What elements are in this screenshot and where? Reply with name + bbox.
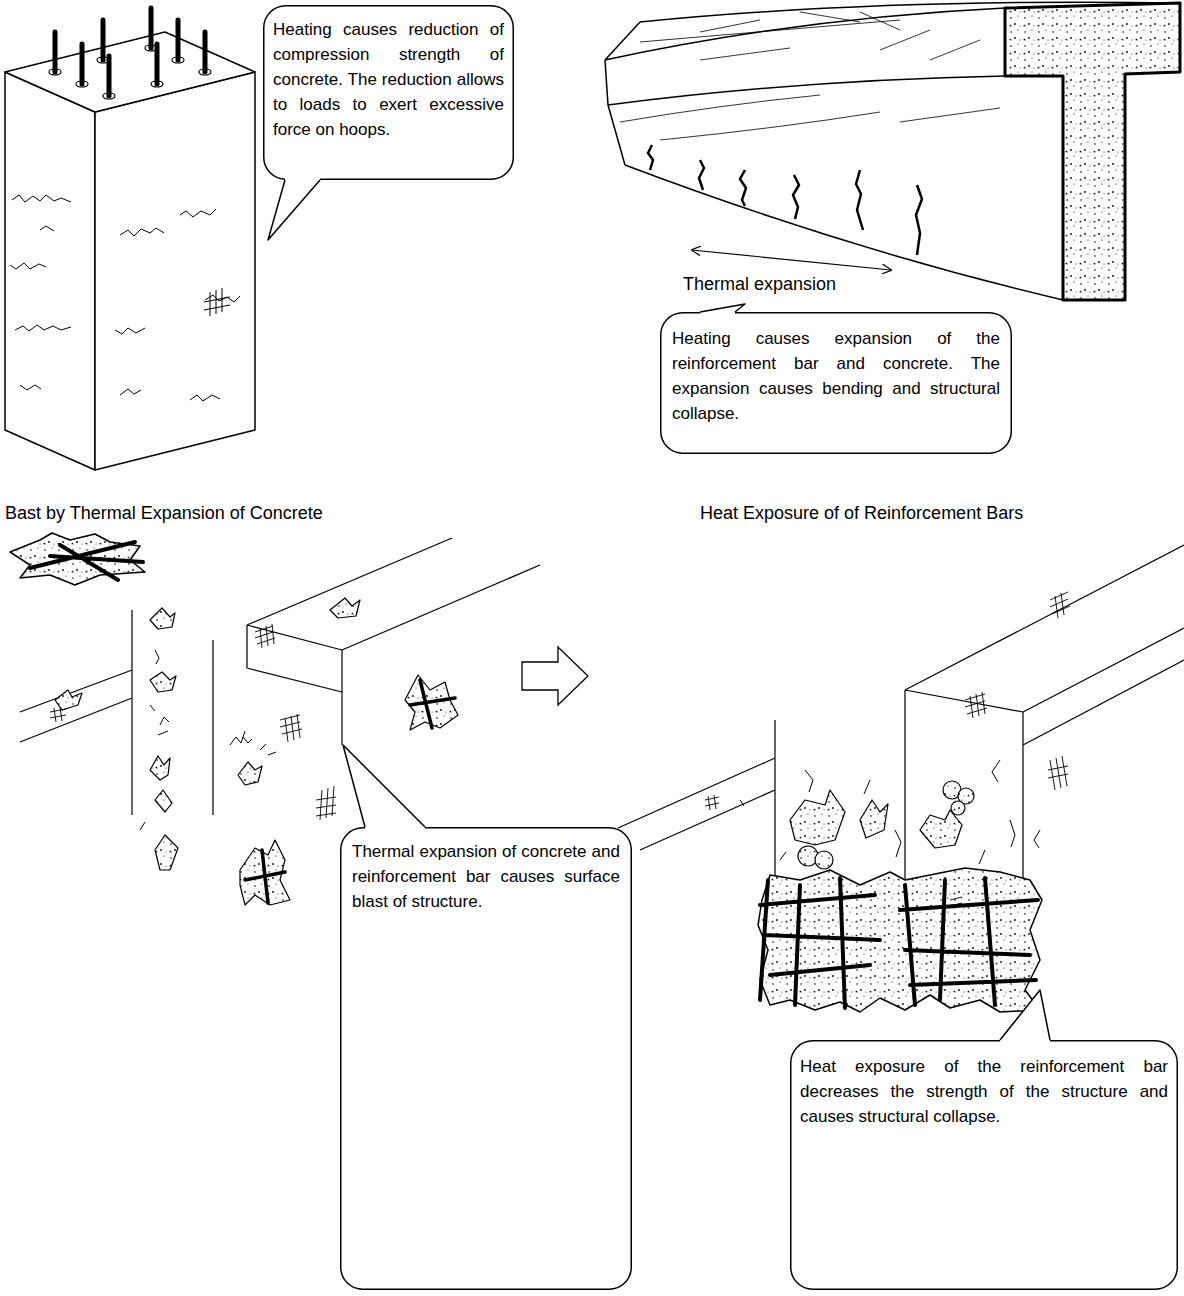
callout-bubble: Heat exposure of the reinforcement bar d… — [790, 1040, 1178, 1290]
callout-tail-fill — [268, 177, 320, 240]
spalled-zone — [758, 868, 1042, 1012]
callout-outline — [790, 1040, 1178, 1290]
callout-border — [341, 828, 632, 1290]
beam-figure — [605, 2, 1180, 300]
callout-text: Heating causes expansion of the reinforc… — [672, 326, 1000, 426]
spall-bubble — [815, 851, 833, 869]
callout-tail-fill — [700, 304, 745, 315]
spall-fragment — [150, 608, 175, 629]
crack-hatch — [204, 288, 230, 316]
callout-text: Heat exposure of the reinforcement bar d… — [800, 1054, 1168, 1129]
surface-cracks — [620, 12, 1000, 140]
flying-fragment — [10, 533, 145, 585]
crack-hatch — [705, 592, 1070, 906]
beam-outline — [605, 2, 1180, 300]
callout-bubble: Thermal expansion of concrete and reinfo… — [340, 827, 632, 1290]
callout-text: Thermal expansion of concrete and reinfo… — [352, 839, 620, 914]
callout-tail-fill — [343, 745, 425, 830]
spall-fragment — [155, 790, 172, 812]
column-figure — [5, 8, 255, 470]
exposed-rebar-cage — [760, 878, 1038, 1008]
spall-fragment — [150, 756, 170, 780]
section-heading: Bast by Thermal Expansion of Concrete — [5, 503, 323, 525]
spall-fragment — [238, 762, 262, 785]
callout-border — [264, 6, 514, 180]
callout-tail-fill — [1000, 990, 1050, 1043]
column-right-face — [95, 72, 255, 470]
progression-arrow — [522, 647, 588, 705]
spall-fragment — [155, 835, 178, 870]
spall-fragment — [55, 690, 82, 710]
callout-bubble: Heating causes expansion of the reinforc… — [660, 312, 1012, 454]
frame-lines — [618, 545, 1184, 885]
spall-fragment — [150, 672, 176, 692]
dimension-label: Thermal expansion — [683, 274, 836, 296]
callout-bubble: Heating causes reduction of compression … — [263, 5, 514, 180]
crack-hatch — [50, 624, 336, 820]
fragment-rebar — [30, 542, 143, 580]
column-top-face — [5, 32, 255, 112]
callout-tail — [343, 745, 425, 827]
callout-border — [791, 1041, 1178, 1290]
crack-lines — [740, 760, 1040, 864]
frame-lines — [20, 538, 540, 815]
crack-lines — [140, 650, 276, 830]
rebar-rods — [55, 8, 205, 96]
callout-text: Heating causes reduction of compression … — [273, 17, 504, 142]
spall-fragment — [330, 598, 360, 618]
section-heading: Heat Exposure of of Reinforcement Bars — [700, 503, 1023, 525]
column-left-face — [5, 72, 95, 470]
exposure-figure — [618, 545, 1184, 1012]
callout-tail — [268, 180, 320, 240]
expansion-arrow — [692, 250, 891, 270]
crack-lines — [10, 195, 240, 401]
spall-fragment — [790, 790, 845, 845]
spall-fragment — [920, 810, 962, 848]
rebar-sockets — [49, 45, 211, 99]
callout-tail — [1000, 990, 1050, 1040]
beam-section — [1005, 3, 1180, 300]
callout-border — [661, 313, 1012, 454]
spall-bubble — [951, 801, 965, 815]
callout-tail — [700, 304, 745, 312]
flexural-cracks — [648, 145, 922, 255]
spall-fragments — [790, 781, 974, 869]
spall-fragment — [860, 800, 888, 838]
